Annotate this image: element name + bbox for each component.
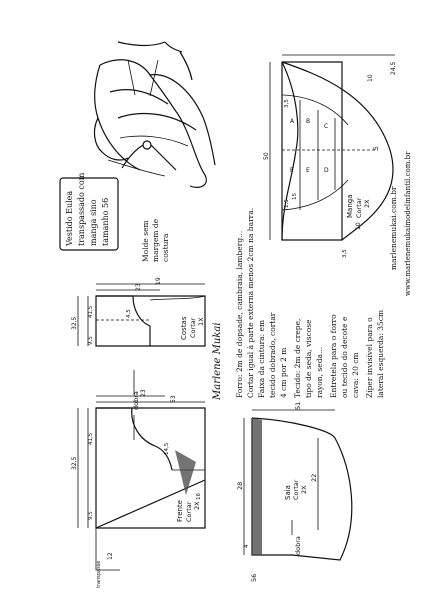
instruction-line-1: Forro: 2m de dopsade, cambraia, lamberg.… (235, 231, 244, 398)
instruction-line-10: ou tecido do decote e (340, 316, 349, 398)
note-line-2: margem de (151, 218, 160, 262)
skirt-pattern-piece: 51 22 28 56 4 Saia Cortar 2X dobra (236, 402, 353, 582)
instruction-line-5: 4 cm por 2 m (279, 348, 288, 398)
instruction-line-11: cava: 20 cm (351, 352, 360, 398)
title-line-2: transpassado com (77, 172, 86, 246)
sleeve-cut-label: Cortar (355, 197, 363, 218)
front-cut-count: 2X (193, 501, 201, 510)
sleeve-dim-c3: 1,5 (284, 199, 290, 208)
title-line-4: tamanho 56 (101, 198, 110, 246)
back-cut-count: 1X (197, 317, 205, 326)
skirt-dim-bottom: 56 (250, 574, 258, 582)
sleeve-letter-f: F (290, 167, 294, 174)
sleeve-dim-c1: 15 (292, 193, 298, 200)
signature-text: Marlene Mukai (212, 322, 223, 401)
sleeve-dim-c2: 3,5 (284, 99, 290, 108)
front-dim-top: 23 (140, 389, 147, 397)
instruction-line-12: Zíper invisível para o (365, 317, 374, 398)
instruction-line-9: Entretela para o forro (329, 314, 338, 398)
seam-note: Molde sem margem de costura (141, 218, 170, 262)
title-line-3: manga sino (89, 199, 98, 246)
sleeve-letter-a: A (290, 118, 295, 125)
dress-sketch (93, 41, 216, 188)
sleeve-letter-d: D (324, 167, 329, 174)
website-line-1: marlenemukai.com.br (389, 186, 398, 270)
skirt-dim-top: 51 (294, 402, 302, 410)
sleeve-letter-c: C (324, 123, 328, 130)
skirt-cut-count: 2X (300, 485, 308, 494)
note-line-1: Molde sem (141, 220, 150, 262)
front-label: Frente (176, 500, 184, 522)
instruction-line-2: Cortar igual à parte externa menos 2cm n… (246, 208, 255, 398)
sleeve-dim-w: 24,5 (390, 61, 397, 75)
back-dim-h1: 32,5 (71, 316, 78, 330)
front-dim-h2: 41,5 (88, 432, 94, 445)
front-dim-width: 53 (170, 395, 177, 403)
front-pattern-piece: 32,5 41,5 9,5 23 53 14,5 16 Frente Corta… (71, 389, 206, 588)
sleeve-dim-cuff: 3,5 (342, 249, 348, 258)
front-dim-w2: 16 (196, 493, 202, 500)
front-tie-label: transpasse (96, 561, 102, 588)
sleeve-letter-e: E (306, 167, 310, 174)
sleeve-dim-side2: 5 (373, 146, 380, 150)
website-line-2: www.marlenemukaimodelinfantil.com.br (404, 151, 412, 296)
back-dim-w-top: 23 (135, 283, 142, 291)
instructions-block: Forro: 2m de dopsade, cambraia, lamberg.… (235, 208, 385, 398)
back-dim-w-full: 19 (155, 277, 162, 285)
front-dim-w1: 14,5 (164, 442, 170, 455)
signature: Marlene Mukai (212, 322, 223, 401)
sleeve-pattern-piece: A B C D E F 50 24,5 10 10 5 3,5 15 3,5 1… (263, 54, 397, 258)
skirt-dim-h: 22 (310, 474, 318, 482)
sleeve-cut-count: 2X (363, 199, 371, 208)
instruction-line-7: tipo de seda, viscose (304, 319, 313, 398)
back-dim-h2: 41,5 (88, 305, 94, 318)
title-block: Vestido Eulea transpassado com manga sin… (59, 172, 119, 251)
website-block: marlenemukai.com.br www.marlenemukaimode… (389, 151, 412, 296)
back-fold: dobra (132, 391, 140, 410)
front-dim-h3: 9,5 (88, 511, 94, 520)
sleeve-dim-top1: 10 (367, 74, 374, 82)
sleeve-letter-b: B (306, 118, 310, 125)
title-line-1: Vestido Eulea (65, 191, 74, 247)
front-cut-label: Cortar (185, 501, 193, 522)
instruction-line-4: tecido dobrado, cortar (268, 312, 277, 398)
front-dim-bottom: 12 (107, 552, 114, 560)
sleeve-dim-len: 50 (263, 152, 270, 160)
instruction-line-13: lateral esquerda: 35cm (376, 310, 385, 398)
sleeve-label: Manga (346, 195, 354, 219)
skirt-dim-left: 28 (236, 482, 244, 490)
front-dim-h1: 32,5 (71, 456, 78, 470)
instruction-line-6: Tecido: 2m de crepe, (293, 319, 302, 398)
back-dim-h3: 9,5 (88, 336, 94, 345)
back-dim-shoulder: 4,5 (126, 309, 132, 318)
skirt-label: Saia (284, 485, 292, 500)
skirt-dim-corner: 4 (244, 544, 250, 548)
skirt-cut-label: Cortar (292, 479, 300, 500)
skirt-fold: dobra (294, 536, 302, 555)
back-cut-label: Cortar (189, 317, 197, 338)
instruction-line-8: rayon, seda... (315, 347, 324, 398)
back-pattern-piece: 23 19 32,5 41,5 9,5 4,5 Costas Cortar 1X… (71, 277, 206, 440)
sleeve-dim-side1: 10 (355, 222, 362, 230)
back-label: Costas (180, 316, 188, 340)
note-line-3: costura (161, 233, 170, 262)
instruction-line-3: Faixa da cintura: em (257, 320, 266, 398)
